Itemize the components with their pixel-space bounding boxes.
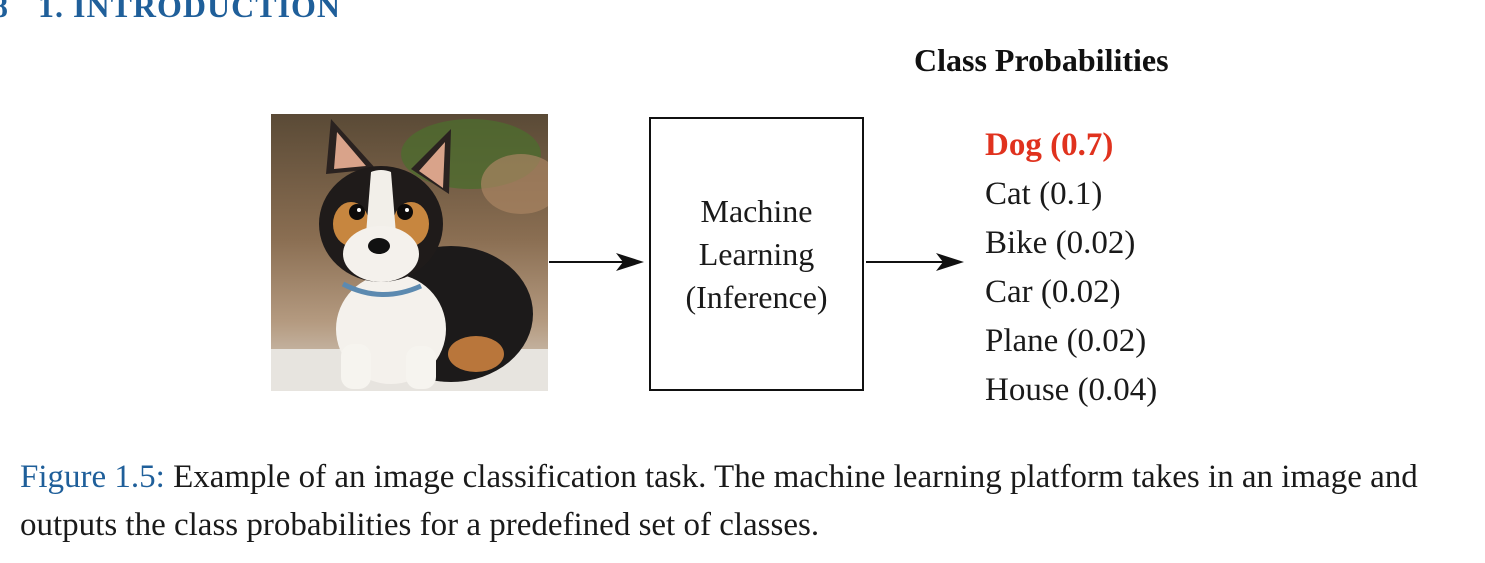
machine-learning-box: Machine Learning (Inference): [649, 117, 864, 391]
class-probabilities-title: Class Probabilities: [914, 42, 1169, 78]
corgi-puppy-image: [271, 114, 548, 391]
class-item-car: Car (0.02): [985, 274, 1121, 310]
model-box-line: Machine: [700, 192, 813, 229]
class-item-cat: Cat (0.1): [985, 176, 1103, 212]
caption-text: Example of an image classification task.…: [20, 459, 1418, 543]
arrowhead-icon: [616, 253, 644, 271]
class-item-house: House (0.04): [985, 372, 1158, 408]
class-item-plane: Plane (0.02): [985, 323, 1147, 359]
arrowhead-icon: [936, 253, 964, 271]
figure-caption: Figure 1.5: Example of an image classifi…: [20, 453, 1470, 549]
figure-label: Figure 1.5:: [20, 459, 165, 495]
class-item-bike: Bike (0.02): [985, 225, 1136, 261]
model-box-line: (Inference): [685, 278, 828, 315]
page-number: 8: [0, 0, 8, 24]
chapter-title: 1. INTRODUCTION: [38, 0, 342, 24]
class-probability-list: Dog (0.7) Cat (0.1) Bike (0.02) Car (0.0…: [985, 121, 1157, 415]
class-item-dog: Dog (0.7): [985, 127, 1114, 163]
model-box-line: Learning: [698, 235, 815, 272]
